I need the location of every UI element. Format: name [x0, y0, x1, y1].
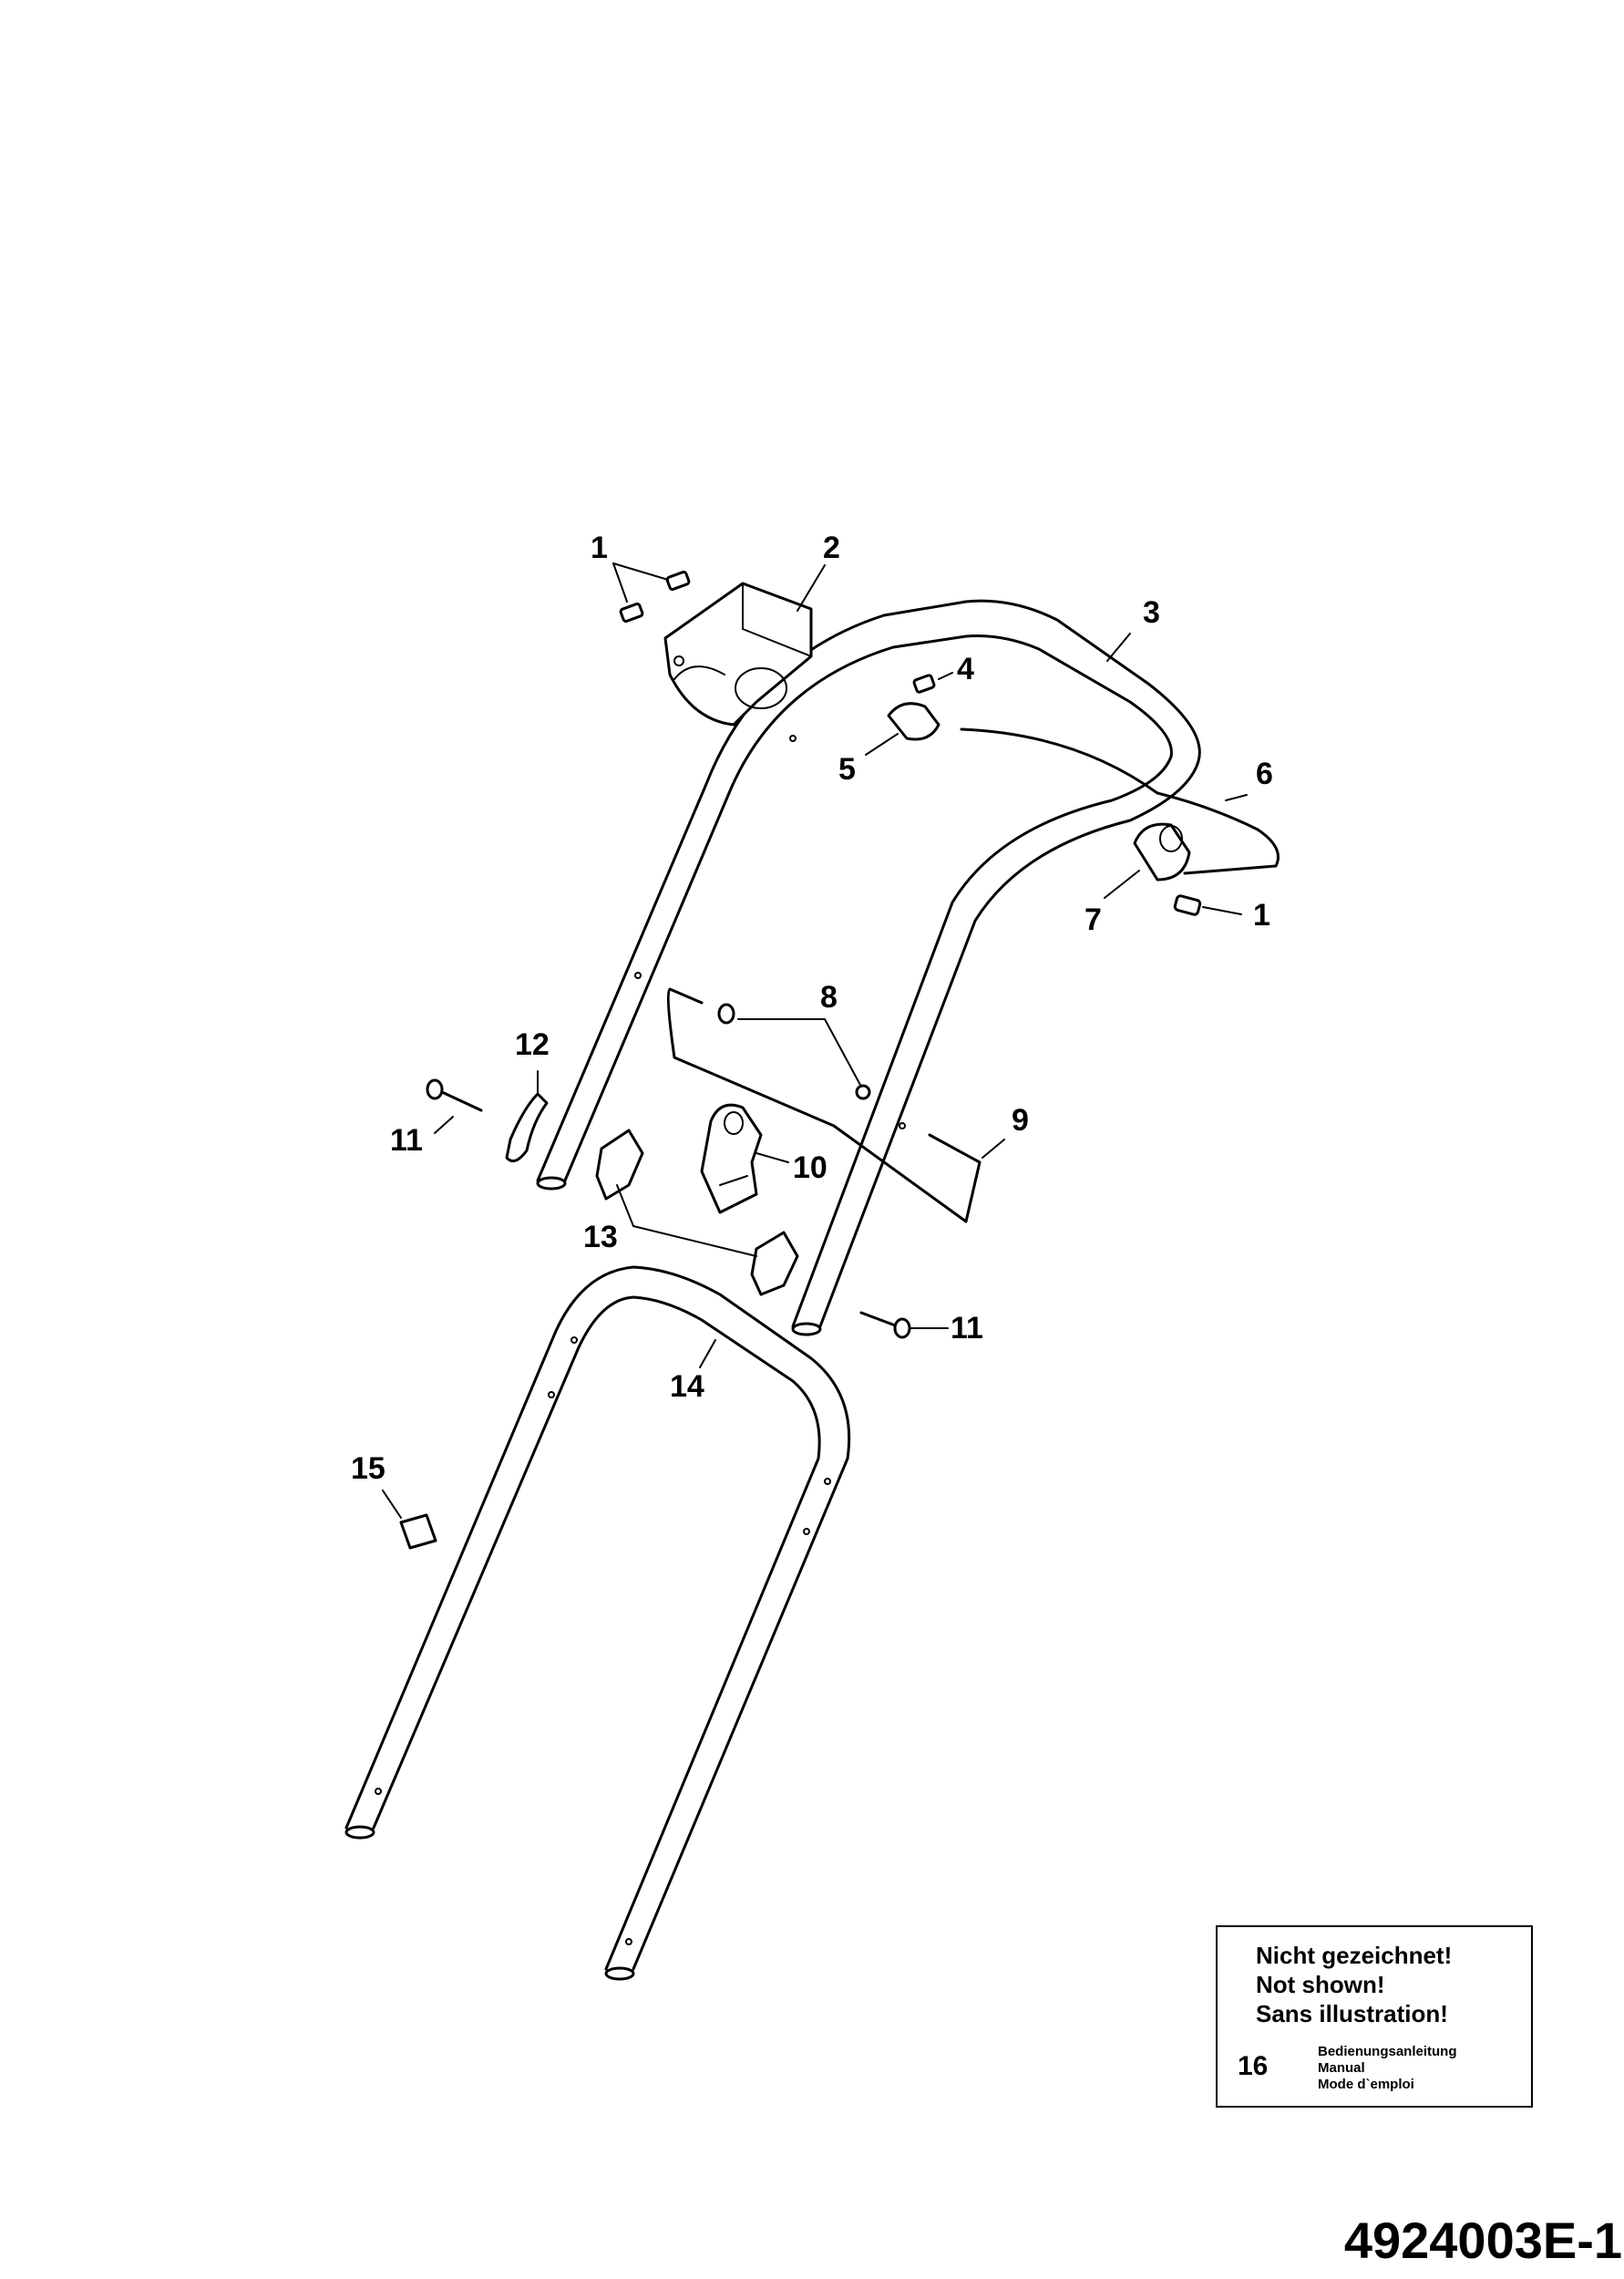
callout-14: 14: [670, 1369, 704, 1404]
bolt-part-11-right: [859, 1311, 949, 1339]
leader-part-3: [1106, 633, 1131, 662]
leader-part-14: [699, 1339, 716, 1368]
note-item-de: Bedienungsanleitung: [1318, 2044, 1457, 2059]
clamp-part-7: [1104, 822, 1191, 899]
callout-8: 8: [820, 980, 838, 1015]
note-line-fr: Sans illustration!: [1256, 2000, 1448, 2027]
washer-part-8: [717, 1003, 871, 1100]
callout-11-left: 11: [390, 1123, 423, 1158]
note-item-number: 16: [1238, 2051, 1269, 2081]
rod-part-6: [960, 727, 1280, 875]
nut-part-15: [382, 1490, 437, 1550]
callout-13: 13: [583, 1220, 618, 1254]
callout-11-right: 11: [951, 1311, 983, 1346]
callout-5: 5: [838, 752, 856, 787]
note-item-en: Manual: [1318, 2060, 1365, 2076]
clip-part-12: [505, 1070, 549, 1163]
callout-1-top: 1: [591, 531, 608, 565]
cable-bracket-part-9: [666, 987, 1005, 1223]
screw-part-1-right: [1173, 894, 1242, 916]
knob-part-13: [595, 1129, 799, 1296]
lower-handle-part-14: [344, 1265, 851, 1981]
callout-9: 9: [1012, 1103, 1029, 1138]
note-line-de: Nicht gezeichnet!: [1256, 1942, 1453, 1969]
not-shown-note: Nicht gezeichnet! Not shown! Sans illust…: [1216, 1925, 1533, 2108]
screw-part-4: [912, 672, 953, 694]
bolt-part-11-left: [426, 1078, 483, 1134]
clamp-part-5: [865, 702, 940, 756]
housing-part-2: [663, 582, 813, 727]
upper-handle-part-3: [536, 599, 1201, 1336]
callout-7: 7: [1084, 902, 1102, 937]
callout-4: 4: [957, 652, 974, 686]
document-code: 4924003E-1: [1343, 2212, 1622, 2269]
leader-part-2: [797, 564, 826, 612]
screw-part-1-top: [612, 562, 691, 623]
callout-2: 2: [823, 531, 840, 565]
callout-12: 12: [515, 1027, 550, 1062]
callout-3: 3: [1143, 595, 1160, 630]
note-item-fr: Mode d`emploi: [1318, 2077, 1414, 2092]
callout-10: 10: [793, 1150, 827, 1185]
callout-6: 6: [1256, 757, 1273, 791]
note-line-en: Not shown!: [1256, 1971, 1385, 1998]
cable-guide-part-10: [700, 1103, 789, 1214]
callout-1-right: 1: [1253, 898, 1270, 933]
callout-15: 15: [351, 1451, 385, 1486]
